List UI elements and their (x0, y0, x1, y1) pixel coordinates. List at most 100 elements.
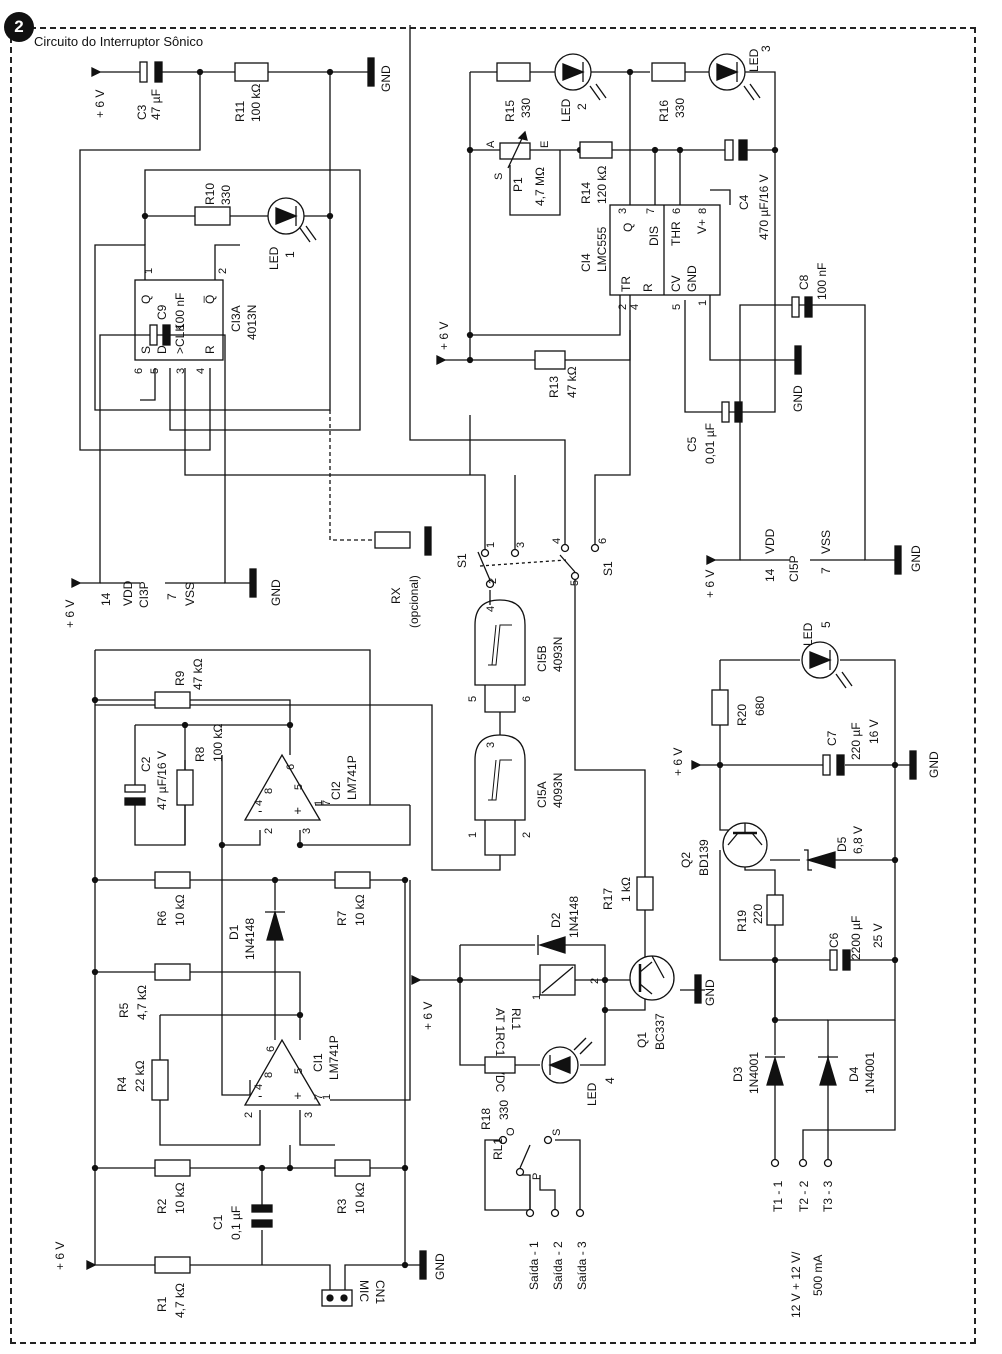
ci3a-wires (79, 72, 486, 540)
svg-text:10 kΩ: 10 kΩ (173, 1182, 187, 1214)
gnd-top-left: GND (367, 57, 393, 92)
svg-text:5: 5 (293, 784, 305, 790)
svg-text:MIC: MIC (357, 1280, 371, 1302)
svg-text:10 kΩ: 10 kΩ (173, 894, 187, 926)
resistor-r2: R2 10 kΩ (154, 1159, 191, 1214)
gnd-relay: GND (694, 974, 717, 1006)
svg-text:4: 4 (195, 368, 207, 374)
svg-text:RL1: RL1 (491, 1138, 505, 1160)
svg-text:8: 8 (697, 208, 709, 214)
svg-text:1: 1 (485, 542, 497, 548)
svg-text:C7: C7 (825, 730, 839, 746)
svg-text:GND: GND (927, 751, 941, 778)
svg-text:3: 3 (175, 368, 187, 374)
led-5: LED 5 (801, 621, 853, 689)
svg-text:O: O (505, 1127, 517, 1136)
led-2: LED 2 (554, 53, 607, 122)
gnd-amp: GND (419, 1250, 447, 1280)
svg-text:330: 330 (219, 185, 233, 205)
svg-text:2: 2 (521, 832, 533, 838)
svg-text:120 kΩ: 120 kΩ (595, 166, 609, 204)
svg-text:5: 5 (149, 368, 161, 374)
svg-text:C5: C5 (685, 436, 699, 452)
gate-ci5b: 4 5 6 CI5B 4093N (467, 599, 565, 735)
ci3p-wires (80, 334, 250, 584)
svg-text:C8: C8 (797, 274, 811, 290)
svg-text:100 kΩ: 100 kΩ (211, 724, 225, 762)
svg-text:3: 3 (617, 208, 629, 214)
svg-text:7: 7 (313, 1094, 325, 1100)
svg-text:DIS: DIS (647, 226, 661, 246)
svg-text:22 kΩ: 22 kΩ (133, 1060, 147, 1092)
svg-text:220 µF: 220 µF (849, 722, 863, 760)
zener-d5: D5 6,8 V (804, 826, 865, 871)
svg-text:LED: LED (585, 1082, 599, 1106)
svg-text:R10: R10 (203, 183, 217, 205)
svg-text:2: 2 (487, 578, 499, 584)
svg-text:1: 1 (313, 800, 325, 806)
diode-d3: D3 1N4001 (731, 1052, 785, 1094)
svg-text:C9: C9 (155, 304, 169, 320)
svg-text:R: R (203, 345, 217, 354)
relay-contacts: RL1 O P S Saída - 1 Saída - 2 Saída - 3 (484, 1127, 589, 1290)
svg-text:47 kΩ: 47 kΩ (565, 366, 579, 398)
amplifier-wires (91, 649, 420, 1290)
svg-text:S: S (551, 1129, 563, 1136)
resistor-r4: R4 22 kΩ (115, 1059, 169, 1101)
svg-text:4093N: 4093N (551, 773, 565, 808)
svg-text:D: D (155, 345, 169, 354)
gate-ci5a: 3 1 2 CI5A 4093N (95, 704, 565, 871)
svg-text:3: 3 (759, 45, 773, 52)
resistor-r10: R10 330 (194, 183, 233, 226)
svg-text:R17: R17 (601, 888, 615, 910)
svg-text:1N4148: 1N4148 (567, 896, 581, 938)
svg-text:500 mA: 500 mA (811, 1255, 825, 1296)
svg-text:+ 6 V: + 6 V (437, 322, 451, 350)
svg-text:LED: LED (747, 48, 761, 72)
svg-text:12 V + 12 V/: 12 V + 12 V/ (789, 1251, 803, 1318)
svg-text:R1: R1 (155, 1296, 169, 1312)
svg-text:AT 1RC1-6VDC: AT 1RC1-6VDC (493, 1008, 507, 1093)
power-supply-wires (700, 659, 910, 1160)
transistor-q2: Q2 BD139 (679, 822, 768, 876)
svg-text:4013N: 4013N (245, 305, 259, 340)
svg-text:1: 1 (321, 1094, 333, 1100)
svg-text:Saída - 2: Saída - 2 (551, 1241, 565, 1290)
svg-text:47 kΩ: 47 kΩ (191, 658, 205, 690)
svg-text:D4: D4 (847, 1066, 861, 1082)
svg-text:100 nF: 100 nF (815, 263, 829, 300)
svg-text:3: 3 (301, 828, 313, 834)
svg-text:GND: GND (703, 979, 717, 1006)
ic-ci4: TR R CV GND Q DIS THR V+ 2 4 5 1 3 7 6 8… (579, 204, 721, 310)
svg-text:100 nF: 100 nF (173, 293, 187, 330)
svg-text:S1: S1 (601, 561, 615, 576)
capacitor-c7: C7 220 µF 16 V (822, 719, 881, 776)
svg-text:D2: D2 (549, 912, 563, 928)
svg-text:10 kΩ: 10 kΩ (353, 1182, 367, 1214)
svg-text:CI3P: CI3P (137, 581, 151, 608)
svg-text:4,7 kΩ: 4,7 kΩ (173, 1283, 187, 1318)
figure-number-badge: 2 (4, 12, 34, 42)
svg-text:6: 6 (521, 696, 533, 702)
svg-text:330: 330 (519, 98, 533, 118)
schematic-border (10, 27, 976, 1344)
svg-text:T3 - 3: T3 - 3 (821, 1180, 835, 1212)
diode-d2: D2 1N4148 (537, 896, 581, 955)
svg-text:R2: R2 (155, 1198, 169, 1214)
resistor-r1: R1 4,7 kΩ (154, 1256, 191, 1318)
svg-text:1: 1 (697, 300, 709, 306)
svg-text:470 µF/16 V: 470 µF/16 V (757, 174, 771, 240)
resistor-r18: R18 330 (479, 1056, 516, 1130)
svg-text:2200 µF: 2200 µF (849, 916, 863, 960)
diode-d4: D4 1N4001 (818, 1052, 877, 1094)
svg-text:7: 7 (819, 567, 833, 574)
svg-text:CV: CV (669, 275, 683, 292)
svg-text:D1: D1 (227, 924, 241, 940)
ci4-wires (445, 68, 795, 413)
svg-text:CI2: CI2 (329, 781, 343, 800)
svg-text:R8: R8 (193, 746, 207, 762)
svg-text:Saída - 1: Saída - 1 (527, 1241, 541, 1290)
svg-text:VSS: VSS (183, 582, 197, 606)
svg-text:+ 6 V: + 6 V (63, 600, 77, 628)
